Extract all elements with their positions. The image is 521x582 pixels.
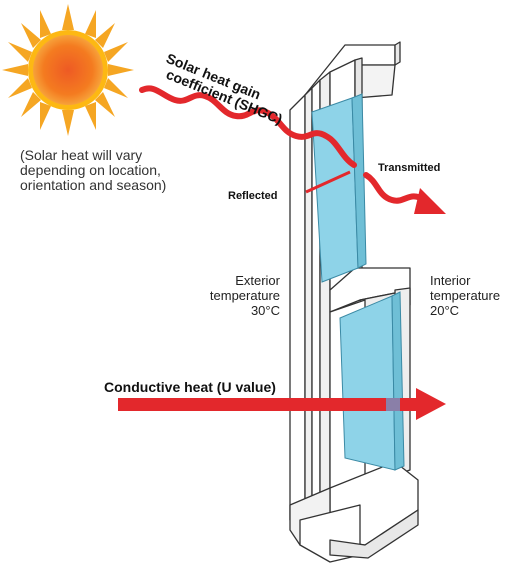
exterior-temp-line1: Exterior xyxy=(235,273,280,288)
solar-note-line1: (Solar heat will vary xyxy=(20,147,143,163)
sun-icon xyxy=(2,4,134,136)
interior-temp-value: 20°C xyxy=(430,303,460,318)
conductive-heat-arrow xyxy=(118,388,446,420)
transmitted-label: Transmitted xyxy=(378,162,441,174)
reflected-arrow xyxy=(305,170,351,194)
interior-temp-line1: Interior xyxy=(430,273,471,288)
solar-note-line2: depending on location, xyxy=(20,162,161,178)
exterior-temp-value: 30°C xyxy=(250,303,280,318)
reflected-label: Reflected xyxy=(228,190,278,202)
glass-pane-upper xyxy=(311,93,367,283)
solar-note-line3: orientation and season) xyxy=(20,177,167,193)
conductive-heat-label: Conductive heat (U value) xyxy=(104,379,276,395)
shgc-heat-arrow xyxy=(139,85,446,214)
exterior-temp-line2: temperature xyxy=(209,288,280,303)
interior-temp-line2: temperature xyxy=(430,288,501,303)
glass-pane-lower xyxy=(339,291,405,471)
